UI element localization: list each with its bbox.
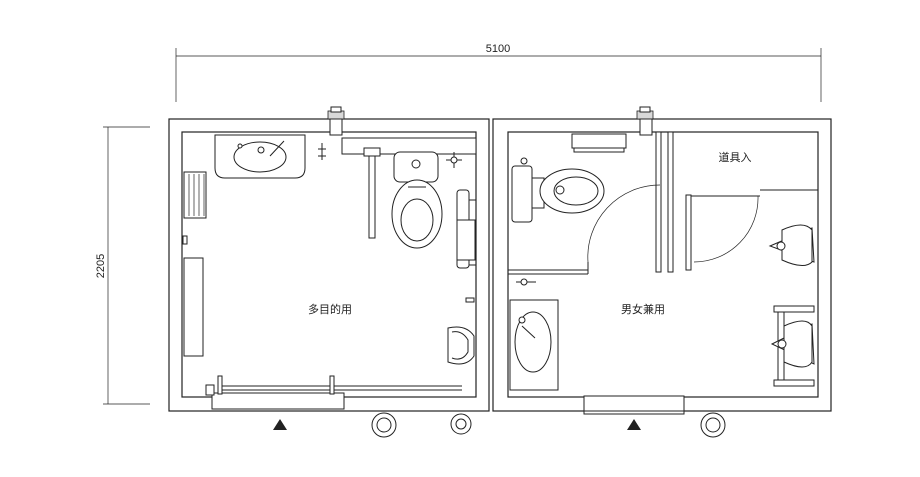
height-dimension-label: 2205 xyxy=(95,254,107,278)
entrance-arrow-icon-right xyxy=(627,419,641,430)
grab-bar xyxy=(368,151,376,239)
room-label-storage: 道具入 xyxy=(719,150,752,164)
urinal-fixture-bottom xyxy=(770,305,815,387)
unisex-room: 男女兼用 道具入 xyxy=(492,106,832,438)
toilet-fixture-left xyxy=(391,151,443,249)
width-dimension-label: 5100 xyxy=(486,43,510,55)
faucet-icon xyxy=(318,143,326,160)
height-dimension: 2205 xyxy=(95,126,150,405)
entrance-arrow-icon xyxy=(273,419,287,430)
room-label-multipurpose: 多目的用 xyxy=(308,302,352,316)
changing-table xyxy=(183,257,204,357)
sliding-door xyxy=(205,375,462,410)
faucet-icon-right xyxy=(516,157,536,286)
folding-handrail xyxy=(456,189,476,269)
caster-wheels-right xyxy=(700,412,726,438)
wheelchair-accessory xyxy=(447,326,475,365)
radiator-fixture xyxy=(183,171,207,219)
multipurpose-room: 多目的用 xyxy=(168,106,490,438)
entrance-opening xyxy=(583,395,685,415)
room-label-unisex: 男女兼用 xyxy=(621,302,665,316)
sink-fixture-left xyxy=(214,134,306,179)
toilet-fixture-right xyxy=(511,165,605,223)
emergency-call-icon xyxy=(446,152,462,168)
urinal-fixture-top xyxy=(768,224,815,266)
width-dimension: 5100 xyxy=(175,43,822,102)
sink-fixture-right xyxy=(509,299,559,391)
caster-wheels xyxy=(371,412,472,438)
